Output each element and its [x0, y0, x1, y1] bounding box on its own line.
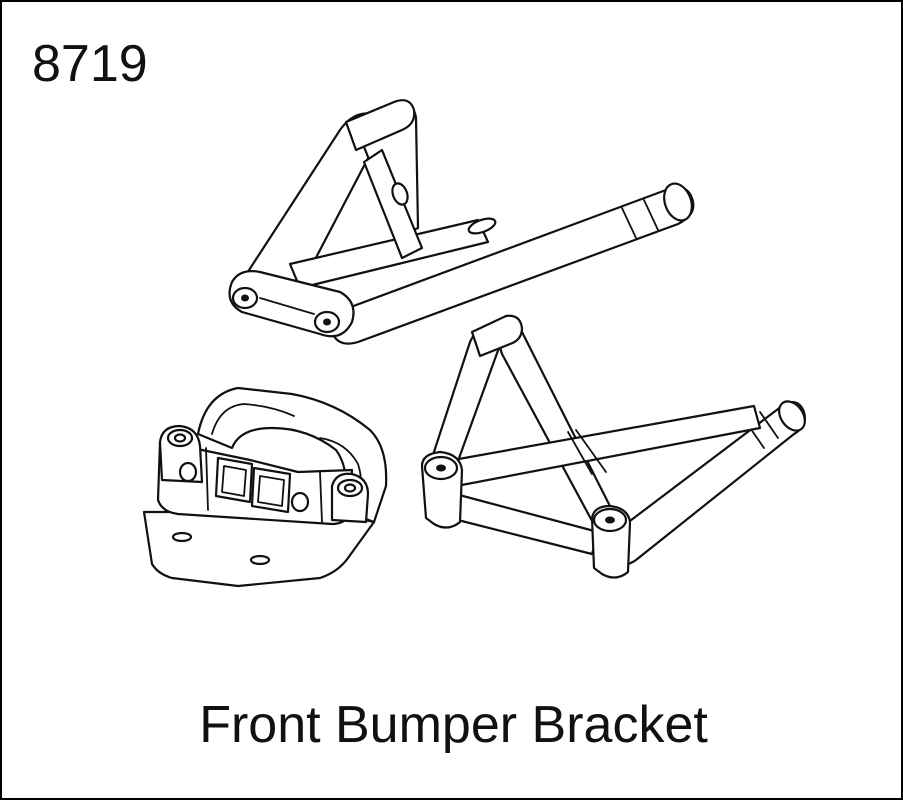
lower-strut-apex-cylinder [470, 314, 524, 358]
mounting-block [142, 386, 388, 588]
mounting-block-eye-right [290, 491, 310, 513]
upper-strut-apex-cylinder [344, 99, 416, 152]
upper-strut-arm-end-cap [663, 182, 693, 222]
mounting-block-base-plate [142, 510, 376, 588]
lower-strut-right-leg [494, 326, 620, 534]
lower-strut-arm-end-cap [778, 400, 806, 432]
part-number: 8719 [32, 35, 148, 93]
lower-strut-lower-bar [440, 490, 600, 556]
mounting-block-slot-right [250, 466, 292, 514]
part-name-caption: Front Bumper Bracket [199, 696, 708, 754]
mounting-block-slot-left [214, 456, 254, 504]
upper-strut-diagonal [362, 148, 424, 260]
upper-a-frame-strut [228, 99, 695, 345]
mounting-block-bolt-hole-left [171, 531, 193, 543]
mounting-block-rear-arch [196, 386, 388, 524]
mounting-block-eye-left [178, 461, 198, 483]
lower-a-frame-strut [420, 314, 806, 579]
mounting-block-bolt-hole-right [249, 554, 271, 566]
